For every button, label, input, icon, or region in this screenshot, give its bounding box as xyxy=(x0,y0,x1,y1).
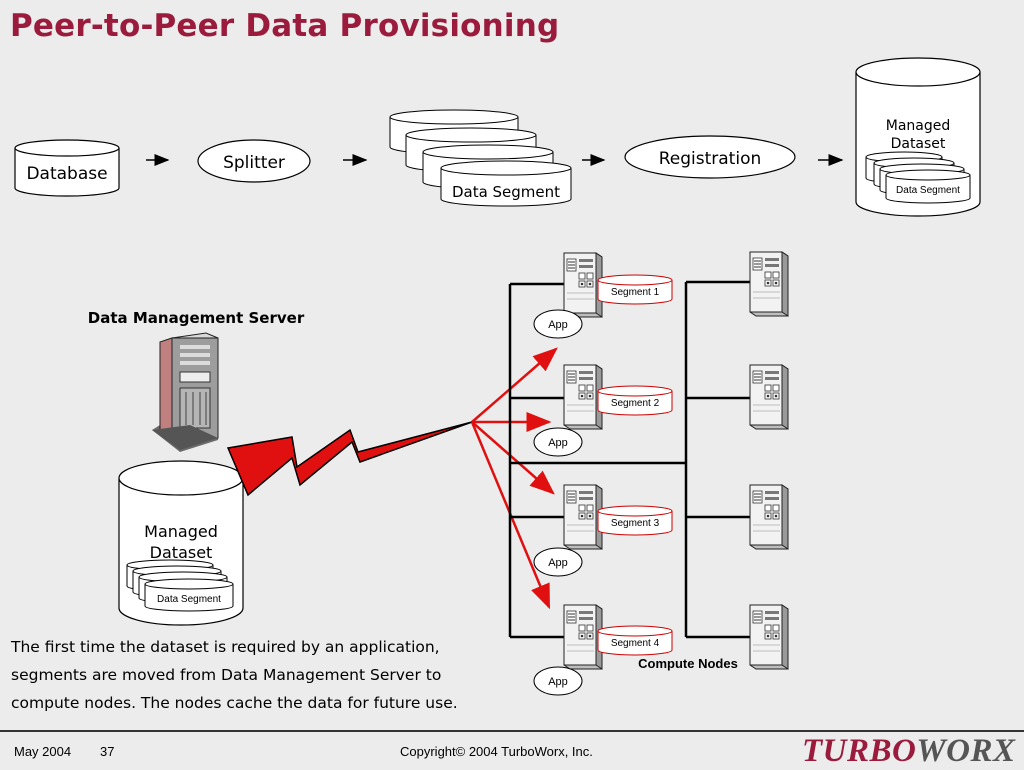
description-text: The first time the dataset is required b… xyxy=(11,638,458,712)
data-management-server-tower xyxy=(152,332,219,452)
managed-segment-server-label: Data Segment xyxy=(157,594,221,605)
compute-node-3: Segment 3 App xyxy=(533,484,673,577)
data-management-server-label: Data Management Server xyxy=(88,309,305,327)
compute-nodes-label: Compute Nodes xyxy=(638,656,738,671)
footer-page-number: 37 xyxy=(100,744,115,759)
registration-node: Registration xyxy=(624,135,796,179)
app-2-label: App xyxy=(548,437,568,449)
registration-label: Registration xyxy=(659,149,762,169)
app-3-label: App xyxy=(548,557,568,569)
segment-1-label: Segment 1 xyxy=(611,287,660,298)
managed-dataset-server-label-1: Managed xyxy=(144,522,218,541)
managed-segment-top-label: Data Segment xyxy=(896,185,960,196)
segment-4-label: Segment 4 xyxy=(611,638,660,649)
network-backbone xyxy=(508,280,750,639)
logo-part-turbo: TURBO xyxy=(802,733,917,769)
compute-node-1: Segment 1 App xyxy=(533,252,673,339)
transfer-lightning-bolt xyxy=(226,421,473,497)
page-title: Peer-to-Peer Data Provisioning xyxy=(10,8,560,44)
footer-copyright: Copyright© 2004 TurboWorx, Inc. xyxy=(400,744,593,759)
app-4-label: App xyxy=(548,676,568,688)
database-cylinder: Database xyxy=(14,139,120,197)
app-1-label: App xyxy=(548,319,568,331)
managed-dataset-top-label-1: Managed xyxy=(886,118,951,134)
managed-dataset-top-label-2: Dataset xyxy=(891,136,946,152)
compute-node-8 xyxy=(749,604,789,670)
data-segment-stack: Data Segment xyxy=(389,109,572,207)
segment-3-label: Segment 3 xyxy=(611,518,660,529)
splitter-node: Splitter xyxy=(197,139,311,183)
compute-node-5 xyxy=(749,251,789,317)
segment-stack-label: Data Segment xyxy=(452,183,560,201)
compute-node-2: Segment 2 App xyxy=(533,364,673,457)
footer-date: May 2004 xyxy=(14,744,72,759)
compute-node-7 xyxy=(749,484,789,550)
turboworx-logo: TURBOWORX xyxy=(802,733,1016,770)
compute-node-4: Segment 4 App xyxy=(533,604,673,696)
managed-dataset-server: Managed Dataset Data Segment xyxy=(118,460,244,626)
managed-dataset-top: Managed Dataset Data Segment xyxy=(855,57,981,217)
splitter-label: Splitter xyxy=(223,153,285,173)
segment-2-label: Segment 2 xyxy=(611,398,660,409)
logo-part-worx: WORX xyxy=(916,733,1016,769)
footer-divider xyxy=(0,730,1024,732)
database-label: Database xyxy=(26,164,107,184)
compute-node-6 xyxy=(749,364,789,430)
managed-dataset-server-label-2: Dataset xyxy=(150,543,213,562)
